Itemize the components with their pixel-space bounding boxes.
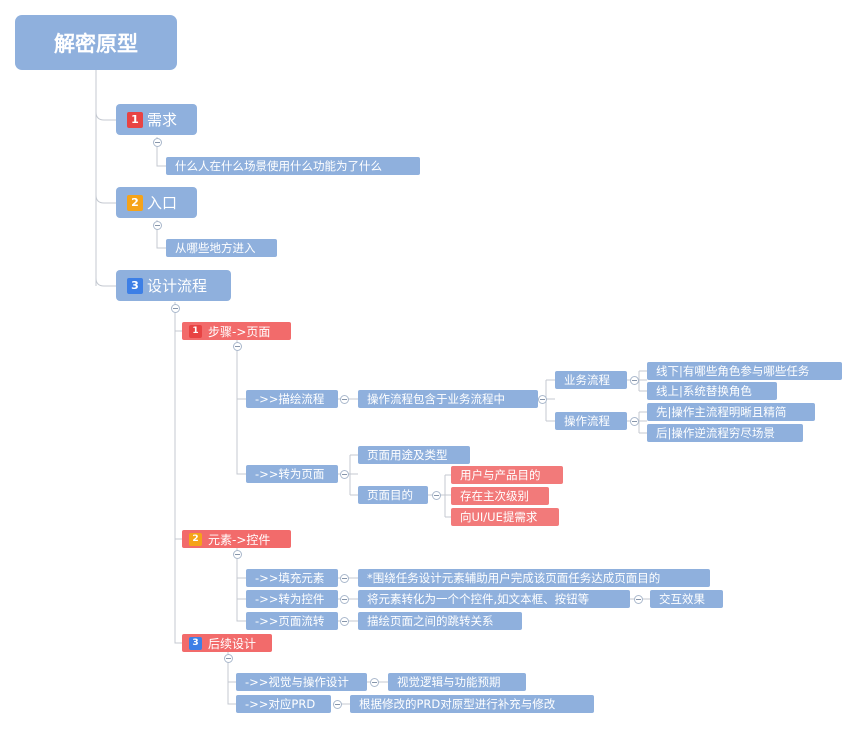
node-label: 业务流程	[564, 373, 610, 387]
operation-flow-reverse[interactable]: 后|操作逆流程穷尽场景	[647, 424, 803, 442]
node-label: 什么人在什么场景使用什么功能为了什么	[175, 159, 382, 173]
flow-containment[interactable]: 操作流程包含于业务流程中	[358, 390, 538, 408]
node-label: ->>页面流转	[255, 614, 325, 628]
to-page[interactable]: ->>转为页面	[246, 465, 338, 483]
page-flow-detail[interactable]: 描绘页面之间的跳转关系	[358, 612, 522, 630]
node-label: 从哪些地方进入	[175, 241, 256, 255]
operation-flow[interactable]: 操作流程	[555, 412, 627, 430]
node-label: ->>填充元素	[255, 571, 325, 585]
convert-controls-detail[interactable]: 将元素转化为一个个控件,如文本框、按钮等	[358, 590, 630, 608]
node-label: 根据修改的PRD对原型进行补充与修改	[359, 697, 556, 711]
requirement-detail[interactable]: 什么人在什么场景使用什么功能为了什么	[166, 157, 420, 175]
business-flow-online[interactable]: 线上|系统替换角色	[647, 382, 777, 400]
node-label: 步骤->页面	[208, 324, 271, 339]
collapse-toggle-icon[interactable]	[634, 595, 643, 604]
node-label: ->>对应PRD	[245, 697, 316, 711]
node-label: 存在主次级别	[460, 489, 529, 503]
node-label: 页面用途及类型	[367, 448, 448, 462]
node-label: 操作流程	[564, 414, 610, 428]
node-label: 线上|系统替换角色	[656, 384, 752, 398]
node-label: ->>转为页面	[255, 467, 325, 481]
node-label: ->>描绘流程	[255, 392, 325, 406]
fill-elements-detail[interactable]: *围绕任务设计元素辅助用户完成该页面任务达成页面目的	[358, 569, 710, 587]
node-label: 向UI/UE提需求	[460, 510, 538, 524]
node-label: 后续设计	[208, 636, 257, 651]
node-label: 操作流程包含于业务流程中	[367, 392, 505, 406]
node-label: 线下|有哪些角色参与哪些任务	[656, 364, 810, 378]
purpose-user-product[interactable]: 用户与产品目的	[451, 466, 563, 484]
collapse-toggle-icon[interactable]	[171, 304, 180, 313]
prd-detail[interactable]: 根据修改的PRD对原型进行补充与修改	[350, 695, 594, 713]
purpose-ui-ue[interactable]: 向UI/UE提需求	[451, 508, 559, 526]
visual-operation-design[interactable]: ->>视觉与操作设计	[236, 673, 367, 691]
collapse-toggle-icon[interactable]	[432, 491, 441, 500]
collapse-toggle-icon[interactable]	[340, 574, 349, 583]
node-label: ->>视觉与操作设计	[245, 675, 349, 689]
page-usage[interactable]: 页面用途及类型	[358, 446, 470, 464]
collapse-toggle-icon[interactable]	[233, 342, 242, 351]
convert-controls[interactable]: ->>转为控件	[246, 590, 338, 608]
collapse-toggle-icon[interactable]	[333, 700, 342, 709]
operation-flow-main[interactable]: 先|操作主流程明晰且精简	[647, 403, 815, 421]
node-label: 先|操作主流程明晰且精简	[656, 405, 787, 419]
collapse-toggle-icon[interactable]	[233, 550, 242, 559]
business-flow-offline[interactable]: 线下|有哪些角色参与哪些任务	[647, 362, 842, 380]
page-flow[interactable]: ->>页面流转	[246, 612, 338, 630]
element-to-control[interactable]: 2 元素->控件	[182, 530, 291, 548]
collapse-toggle-icon[interactable]	[340, 595, 349, 604]
priority-2-icon: 2	[189, 532, 202, 546]
node-label: 交互效果	[659, 592, 705, 606]
branch-label: 需求	[147, 111, 178, 129]
follow-up-design[interactable]: 3 后续设计	[182, 634, 272, 652]
steps-to-page[interactable]: 1 步骤->页面	[182, 322, 291, 340]
collapse-toggle-icon[interactable]	[630, 376, 639, 385]
branch-design-flow[interactable]: 3 设计流程	[116, 270, 231, 301]
collapse-toggle-icon[interactable]	[224, 654, 233, 663]
visual-logic[interactable]: 视觉逻辑与功能预期	[388, 673, 526, 691]
node-label: 页面目的	[367, 488, 413, 502]
priority-1-icon: 1	[127, 111, 143, 128]
collapse-toggle-icon[interactable]	[370, 678, 379, 687]
node-label: 后|操作逆流程穷尽场景	[656, 426, 775, 440]
collapse-toggle-icon[interactable]	[538, 395, 547, 404]
branch-requirement[interactable]: 1 需求	[116, 104, 197, 135]
branch-label: 设计流程	[147, 277, 208, 295]
collapse-toggle-icon[interactable]	[340, 470, 349, 479]
node-label: 将元素转化为一个个控件,如文本框、按钮等	[367, 592, 590, 606]
collapse-toggle-icon[interactable]	[630, 417, 639, 426]
business-flow[interactable]: 业务流程	[555, 371, 627, 389]
priority-3-icon: 3	[189, 636, 202, 650]
node-label: 元素->控件	[208, 532, 271, 547]
entry-detail[interactable]: 从哪些地方进入	[166, 239, 277, 257]
priority-3-icon: 3	[127, 277, 143, 294]
branch-entry[interactable]: 2 入口	[116, 187, 197, 218]
node-label: *围绕任务设计元素辅助用户完成该页面任务达成页面目的	[367, 571, 661, 585]
node-label: ->>转为控件	[255, 592, 325, 606]
priority-1-icon: 1	[189, 324, 202, 338]
fill-elements[interactable]: ->>填充元素	[246, 569, 338, 587]
collapse-toggle-icon[interactable]	[153, 221, 162, 230]
root-topic[interactable]: 解密原型	[15, 15, 177, 70]
collapse-toggle-icon[interactable]	[340, 395, 349, 404]
purpose-priority[interactable]: 存在主次级别	[451, 487, 549, 505]
node-label: 用户与产品目的	[460, 468, 541, 482]
node-label: 描绘页面之间的跳转关系	[367, 614, 494, 628]
interaction-effect[interactable]: 交互效果	[650, 590, 723, 608]
collapse-toggle-icon[interactable]	[340, 617, 349, 626]
draw-flow[interactable]: ->>描绘流程	[246, 390, 338, 408]
collapse-toggle-icon[interactable]	[153, 138, 162, 147]
node-label: 视觉逻辑与功能预期	[397, 675, 501, 689]
root-topic-label: 解密原型	[54, 31, 138, 56]
branch-label: 入口	[147, 194, 178, 212]
match-prd[interactable]: ->>对应PRD	[236, 695, 331, 713]
page-purpose[interactable]: 页面目的	[358, 486, 428, 504]
priority-2-icon: 2	[127, 194, 143, 211]
